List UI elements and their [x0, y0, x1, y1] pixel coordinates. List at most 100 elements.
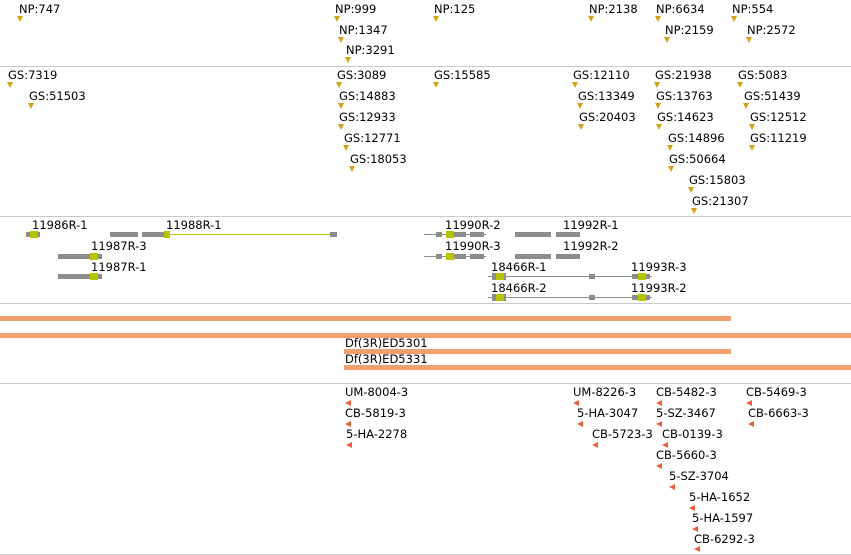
deficiency-bar[interactable] — [344, 349, 731, 354]
insertion-marker-icon[interactable] — [688, 187, 694, 193]
insertion-marker-icon[interactable] — [338, 124, 344, 130]
probe-marker-icon[interactable] — [692, 526, 698, 532]
gs-label[interactable]: GS:18053 — [350, 152, 407, 166]
np-label[interactable]: NP:2572 — [747, 23, 796, 37]
insertion-marker-icon[interactable] — [743, 103, 749, 109]
probe-marker-icon[interactable] — [577, 421, 583, 427]
insertion-marker-icon[interactable] — [577, 103, 583, 109]
probe-label[interactable]: 5-SZ-3467 — [656, 406, 716, 420]
transcript-label[interactable]: 18466R-2 — [491, 281, 547, 295]
transcript-11992R-1[interactable] — [515, 232, 580, 237]
insertion-marker-icon[interactable] — [433, 16, 439, 22]
np-label[interactable]: NP:554 — [732, 2, 774, 16]
np-label[interactable]: NP:1347 — [339, 23, 388, 37]
gs-label[interactable]: GS:13763 — [656, 89, 713, 103]
probe-label[interactable]: CB-0139-3 — [662, 427, 723, 441]
transcript-18466R-2[interactable] — [488, 294, 652, 301]
np-label[interactable]: NP:125 — [434, 2, 476, 16]
insertion-marker-icon[interactable] — [655, 103, 661, 109]
transcript-11987R-3[interactable] — [58, 253, 102, 260]
insertion-marker-icon[interactable] — [433, 82, 439, 88]
probe-label[interactable]: UM-8226-3 — [573, 385, 637, 399]
np-label[interactable]: NP:999 — [335, 2, 377, 16]
deficiency-bar[interactable] — [0, 333, 851, 338]
deficiency-label[interactable]: Df(3R)ED5331 — [345, 352, 428, 366]
gs-label[interactable]: GS:21307 — [692, 194, 749, 208]
transcript-label[interactable]: 11990R-3 — [445, 239, 501, 253]
insertion-marker-icon[interactable] — [338, 37, 344, 43]
probe-label[interactable]: 5-HA-3047 — [577, 406, 639, 420]
insertion-marker-icon[interactable] — [349, 166, 355, 172]
probe-marker-icon[interactable] — [656, 400, 662, 406]
insertion-marker-icon[interactable] — [343, 145, 349, 151]
probe-label[interactable]: CB-6292-3 — [694, 532, 755, 546]
insertion-marker-icon[interactable] — [656, 124, 662, 130]
deficiency-bar[interactable] — [344, 365, 851, 370]
np-label[interactable]: NP:6634 — [656, 2, 705, 16]
gs-label[interactable]: GS:7319 — [8, 68, 58, 82]
insertion-marker-icon[interactable] — [334, 16, 340, 22]
gs-label[interactable]: GS:20403 — [579, 110, 636, 124]
transcript-label[interactable]: 11992R-1 — [563, 218, 619, 232]
probe-label[interactable]: CB-5482-3 — [656, 385, 717, 399]
probe-marker-icon[interactable] — [656, 463, 662, 469]
gs-label[interactable]: GS:13349 — [578, 89, 635, 103]
insertion-marker-icon[interactable] — [746, 37, 752, 43]
gs-label[interactable]: GS:12512 — [750, 110, 807, 124]
gs-label[interactable]: GS:51439 — [744, 89, 801, 103]
insertion-marker-icon[interactable] — [737, 82, 743, 88]
insertion-marker-icon[interactable] — [664, 37, 670, 43]
transcript-label[interactable]: 11993R-2 — [631, 281, 687, 295]
probe-marker-icon[interactable] — [669, 484, 675, 490]
probe-marker-icon[interactable] — [694, 546, 700, 552]
insertion-marker-icon[interactable] — [578, 124, 584, 130]
insertion-marker-icon[interactable] — [655, 16, 661, 22]
np-label[interactable]: NP:2159 — [665, 23, 714, 37]
gs-label[interactable]: GS:12771 — [344, 131, 401, 145]
insertion-marker-icon[interactable] — [338, 103, 344, 109]
transcript-label[interactable]: 11990R-2 — [445, 218, 501, 232]
insertion-marker-icon[interactable] — [17, 16, 23, 22]
gs-label[interactable]: GS:21938 — [655, 68, 712, 82]
gs-label[interactable]: GS:12933 — [339, 110, 396, 124]
probe-label[interactable]: CB-5660-3 — [656, 448, 717, 462]
probe-label[interactable]: CB-5469-3 — [746, 385, 807, 399]
probe-label[interactable]: CB-5819-3 — [345, 406, 406, 420]
gs-label[interactable]: GS:50664 — [669, 152, 726, 166]
transcript-11992R-2[interactable] — [515, 254, 580, 259]
gs-label[interactable]: GS:14896 — [668, 131, 725, 145]
transcript-11990R-2[interactable] — [424, 231, 486, 238]
probe-label[interactable]: CB-5723-3 — [592, 427, 653, 441]
probe-marker-icon[interactable] — [592, 442, 598, 448]
transcript-11990R-3[interactable] — [424, 253, 486, 260]
transcript-label[interactable]: 11987R-1 — [91, 260, 147, 274]
probe-label[interactable]: 5-HA-2278 — [346, 427, 408, 441]
probe-marker-icon[interactable] — [573, 400, 579, 406]
gs-label[interactable]: GS:5083 — [738, 68, 788, 82]
probe-label[interactable]: 5-HA-1652 — [689, 490, 751, 504]
gs-label[interactable]: GS:12110 — [573, 68, 630, 82]
insertion-marker-icon[interactable] — [667, 145, 673, 151]
transcript-11988R-1[interactable] — [110, 231, 337, 238]
gs-label[interactable]: GS:15585 — [434, 68, 491, 82]
gs-label[interactable]: GS:11219 — [750, 131, 807, 145]
np-label[interactable]: NP:747 — [19, 2, 61, 16]
probe-label[interactable]: CB-6663-3 — [748, 406, 809, 420]
probe-marker-icon[interactable] — [689, 505, 695, 511]
gs-label[interactable]: GS:15803 — [689, 173, 746, 187]
insertion-marker-icon[interactable] — [749, 124, 755, 130]
insertion-marker-icon[interactable] — [588, 16, 594, 22]
insertion-marker-icon[interactable] — [336, 82, 342, 88]
probe-marker-icon[interactable] — [656, 421, 662, 427]
np-label[interactable]: NP:2138 — [589, 2, 638, 16]
probe-label[interactable]: 5-SZ-3704 — [669, 469, 729, 483]
deficiency-label[interactable]: Df(3R)ED5301 — [345, 336, 428, 350]
probe-marker-icon[interactable] — [346, 442, 352, 448]
gs-label[interactable]: GS:14623 — [657, 110, 714, 124]
deficiency-bar[interactable] — [0, 316, 731, 321]
probe-label[interactable]: 5-HA-1597 — [692, 511, 754, 525]
transcript-label[interactable]: 11986R-1 — [32, 218, 88, 232]
transcript-11986R-1[interactable] — [26, 231, 40, 238]
probe-marker-icon[interactable] — [748, 421, 754, 427]
probe-marker-icon[interactable] — [746, 400, 752, 406]
